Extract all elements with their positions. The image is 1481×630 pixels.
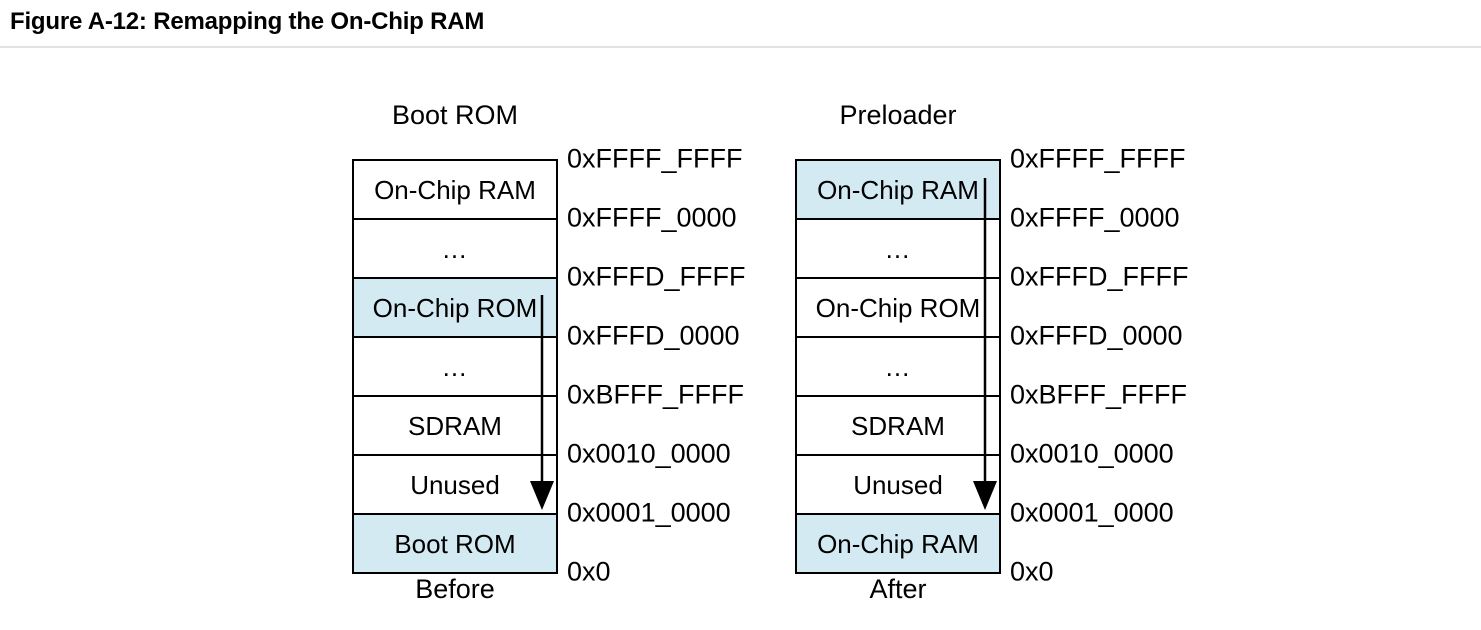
region-row: SDRAM xyxy=(797,397,999,456)
address-label: 0x0 xyxy=(1010,556,1054,587)
region-label: On-Chip RAM xyxy=(817,528,979,559)
address-column-before: 0xFFFF_FFFF 0xFFFF_0000 0xFFFD_FFFF 0xFF… xyxy=(567,145,807,585)
region-label: ... xyxy=(885,351,911,382)
region-row: ... xyxy=(354,220,556,279)
region-label: Boot ROM xyxy=(394,528,516,559)
region-row: SDRAM xyxy=(354,397,556,456)
region-label: ... xyxy=(442,233,468,264)
region-row: Unused xyxy=(354,456,556,515)
region-label: On-Chip RAM xyxy=(374,174,536,205)
region-row: On-Chip RAM xyxy=(354,161,556,220)
address-column-after: 0xFFFF_FFFF 0xFFFF_0000 0xFFFD_FFFF 0xFF… xyxy=(1010,145,1250,585)
region-label: On-Chip RAM xyxy=(817,174,979,205)
region-table-before: On-Chip RAM ... On-Chip ROM ... SDRAM Un… xyxy=(352,159,558,574)
region-label: On-Chip ROM xyxy=(372,292,538,323)
address-label: 0x0001_0000 xyxy=(1010,497,1174,528)
address-label: 0xFFFF_FFFF xyxy=(1010,143,1186,174)
address-label: 0x0 xyxy=(567,556,611,587)
map-caption-before: Before xyxy=(415,574,495,604)
region-label: On-Chip ROM xyxy=(815,292,981,323)
map-caption-after: After xyxy=(869,574,927,604)
region-row: Unused xyxy=(797,456,999,515)
region-row: Boot ROM xyxy=(354,515,556,574)
address-label: 0xFFFF_FFFF xyxy=(567,143,743,174)
figure-title: Figure A-12: Remapping the On-Chip RAM xyxy=(10,8,485,35)
address-label: 0xFFFF_0000 xyxy=(567,202,737,233)
region-row: On-Chip ROM xyxy=(354,279,556,338)
address-label: 0x0010_0000 xyxy=(1010,438,1174,469)
region-row: On-Chip RAM xyxy=(797,515,999,574)
region-row: ... xyxy=(797,338,999,397)
address-label: 0xFFFF_0000 xyxy=(1010,202,1180,233)
region-label: Unused xyxy=(853,469,943,500)
region-label: ... xyxy=(442,351,468,382)
region-label: ... xyxy=(885,233,911,264)
region-label: SDRAM xyxy=(408,410,502,441)
region-label: Unused xyxy=(410,469,500,500)
address-label: 0xBFFF_FFFF xyxy=(567,379,744,410)
address-label: 0x0001_0000 xyxy=(567,497,731,528)
map-title-before: Boot ROM xyxy=(391,100,519,130)
map-title-after: Preloader xyxy=(839,100,957,130)
address-label: 0xFFFD_0000 xyxy=(567,320,740,351)
region-row: ... xyxy=(797,220,999,279)
address-label: 0xFFFD_FFFF xyxy=(567,261,746,292)
region-label: SDRAM xyxy=(851,410,945,441)
region-row: On-Chip ROM xyxy=(797,279,999,338)
region-row: ... xyxy=(354,338,556,397)
address-label: 0xBFFF_FFFF xyxy=(1010,379,1187,410)
region-row: On-Chip RAM xyxy=(797,161,999,220)
address-label: 0x0010_0000 xyxy=(567,438,731,469)
address-label: 0xFFFD_FFFF xyxy=(1010,261,1189,292)
title-divider xyxy=(0,46,1481,48)
region-table-after: On-Chip RAM ... On-Chip ROM ... SDRAM Un… xyxy=(795,159,1001,574)
address-label: 0xFFFD_0000 xyxy=(1010,320,1183,351)
